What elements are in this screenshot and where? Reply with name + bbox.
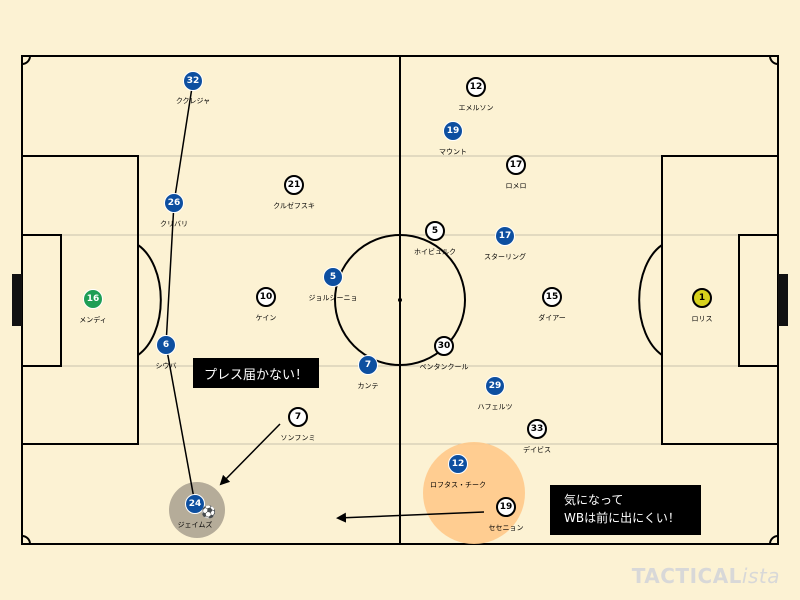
player-home-5[interactable]: 5 [425,221,445,241]
player-away-29[interactable]: 29 [485,376,505,396]
right-goal-box [738,234,779,367]
player-number: 33 [530,424,544,434]
right-penalty-arc [638,244,663,356]
player-name: ケイン [255,314,277,322]
left-goal-box [21,234,62,367]
player-number: 10 [259,292,273,302]
player-home-30[interactable]: 30 [434,336,454,356]
player-number: 16 [86,294,100,304]
player-number: 5 [329,272,337,282]
movement-line [165,80,196,505]
callout-press: プレス届かない！ [193,358,319,388]
player-away-5[interactable]: 5 [323,267,343,287]
callout-wingback: 気になって WBは前に出にくい！ [550,485,701,535]
soccer-ball-icon: ⚽ [201,505,216,519]
player-number: 12 [451,459,465,469]
player-number: 26 [167,198,181,208]
player-name: シウバ [155,362,177,370]
arrow-space [336,511,485,523]
player-number: 19 [446,126,460,136]
player-name: ハフェルツ [477,403,513,411]
player-home-17[interactable]: 17 [506,155,526,175]
corner-arc [769,535,779,545]
player-number: 17 [509,160,523,170]
player-away-26[interactable]: 26 [164,193,184,213]
player-name: ジョルジーニョ [308,294,358,302]
center-spot [398,298,402,302]
watermark-part-a: TACTICAL [631,564,742,588]
player-home-21[interactable]: 21 [284,175,304,195]
player-away-24[interactable]: 24 [185,494,205,514]
player-number: 17 [498,231,512,241]
player-away-6[interactable]: 6 [156,335,176,355]
player-number: 7 [364,360,372,370]
player-name: クリバリ [160,220,188,228]
player-away-12[interactable]: 12 [448,454,468,474]
player-name: カンテ [357,382,379,390]
corner-arc [21,55,31,65]
player-name: ホイビュルク [414,248,456,256]
player-name: エメルソン [458,104,494,112]
player-name: ロリス [691,315,713,323]
callout-wb-line1: 気になって [564,493,624,507]
left-goal [12,274,22,326]
player-home-12[interactable]: 12 [466,77,486,97]
player-away-32[interactable]: 32 [183,71,203,91]
player-number: 12 [469,82,483,92]
player-number: 1 [698,293,706,303]
player-away-16[interactable]: 16 [83,289,103,309]
player-name: ベンタンクール [419,363,469,371]
left-penalty-arc [137,244,162,356]
player-number: 32 [186,76,200,86]
player-number: 6 [162,340,170,350]
center-circle [334,234,466,366]
watermark-part-b: ista [741,564,780,588]
player-number: 29 [488,381,502,391]
left-penalty-box [21,155,139,445]
corner-arc [21,535,31,545]
player-name: ダイアー [538,314,566,322]
player-home-33[interactable]: 33 [527,419,547,439]
player-name: クルゼフスキ [273,202,315,210]
player-name: デイビス [523,446,551,454]
player-name: ソンフンミ [280,434,316,442]
player-name: マウント [439,148,467,156]
corner-arc [769,55,779,65]
player-number: 21 [287,180,301,190]
player-name: スターリング [484,253,526,261]
callout-wb-line2: WBは前に出にくい！ [564,511,680,525]
right-goal [778,274,788,326]
right-penalty-box [661,155,779,445]
player-number: 19 [499,502,513,512]
player-home-15[interactable]: 15 [542,287,562,307]
player-away-17[interactable]: 17 [495,226,515,246]
player-home-7[interactable]: 7 [288,407,308,427]
player-home-19[interactable]: 19 [496,497,516,517]
player-home-10[interactable]: 10 [256,287,276,307]
player-name: セセニョン [488,524,524,532]
player-home-1[interactable]: 1 [692,288,712,308]
player-number: 24 [188,499,202,509]
player-number: 30 [437,341,451,351]
player-name: ジェイムズ [177,521,213,529]
player-name: ククレジャ [175,97,211,105]
callout-press-text: プレス届かない！ [203,367,308,383]
player-number: 7 [294,412,302,422]
player-away-19[interactable]: 19 [443,121,463,141]
player-name: ロメロ [505,182,527,190]
player-number: 5 [431,226,439,236]
arrow-to-24 [219,423,281,486]
player-name: メンディ [79,316,107,324]
player-number: 15 [545,292,559,302]
player-away-7[interactable]: 7 [358,355,378,375]
watermark-logo: TACTICALista [632,564,780,588]
player-name: ロフタス・チーク [430,481,486,489]
